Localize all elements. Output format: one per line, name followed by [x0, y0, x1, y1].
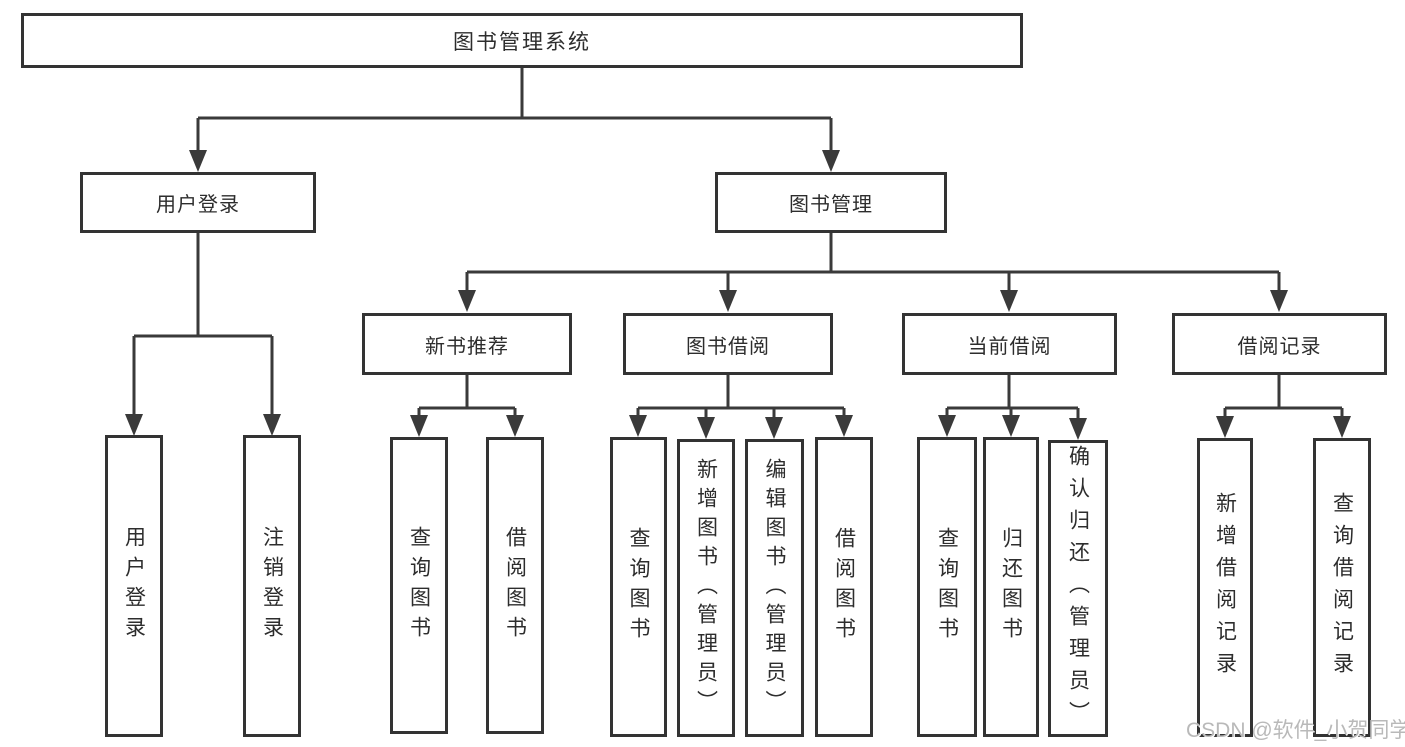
leaf-add-book-admin: 新增图书（管理员） [677, 439, 735, 737]
edge-borrow-records-children [1223, 375, 1344, 427]
edge-new-book-children [417, 375, 517, 426]
arrow-down-icon [410, 415, 428, 437]
arrow-down-icon [125, 414, 143, 436]
arrow-down-icon [1002, 415, 1020, 437]
leaf-return-book: 归还图书 [983, 437, 1039, 737]
leaf-user-login: 用户登录 [105, 435, 163, 737]
arrow-down-icon [1069, 418, 1087, 440]
node-current-borrow: 当前借阅 [902, 313, 1117, 375]
edge-book-borrow-children [636, 375, 846, 428]
arrow-down-icon [835, 415, 853, 437]
leaf-query-book-3: 查询图书 [917, 437, 977, 737]
arrow-down-icon [506, 415, 524, 437]
arrow-down-icon [697, 417, 715, 439]
leaf-confirm-return-admin: 确认归还（管理员） [1048, 440, 1108, 737]
node-book-management: 图书管理 [715, 172, 947, 233]
node-new-book-recommend: 新书推荐 [362, 313, 572, 375]
leaf-logout: 注销登录 [243, 435, 301, 737]
edge-root-to-level2 [196, 68, 833, 160]
leaf-borrow-book-2: 借阅图书 [815, 437, 873, 737]
arrow-down-icon [719, 290, 737, 312]
arrow-down-icon [458, 290, 476, 312]
leaf-query-book-2: 查询图书 [610, 437, 667, 737]
arrow-down-icon [1216, 416, 1234, 438]
leaf-borrow-book-1: 借阅图书 [486, 437, 544, 734]
edge-book-mgmt-children [465, 233, 1281, 301]
arrow-down-icon [1000, 290, 1018, 312]
arrow-down-icon [1270, 290, 1288, 312]
leaf-query-book-1: 查询图书 [390, 437, 448, 734]
leaf-edit-book-admin: 编辑图书（管理员） [745, 439, 804, 737]
arrow-down-icon [765, 417, 783, 439]
leaf-add-borrow-record: 新增借阅记录 [1197, 438, 1253, 737]
arrow-down-icon [938, 415, 956, 437]
node-library-management-system: 图书管理系统 [21, 13, 1023, 68]
arrow-down-icon [822, 150, 840, 172]
node-borrow-records: 借阅记录 [1172, 313, 1387, 375]
arrow-down-icon [263, 414, 281, 436]
watermark: CSDN @软件_小贺同学 [1186, 719, 1405, 742]
arrow-down-icon [189, 150, 207, 172]
leaf-query-borrow-record: 查询借阅记录 [1313, 438, 1371, 737]
node-book-borrow: 图书借阅 [623, 313, 833, 375]
arrow-down-icon [1333, 416, 1351, 438]
arrow-down-icon [629, 415, 647, 437]
edge-user-login-children [132, 233, 274, 424]
node-user-login: 用户登录 [80, 172, 316, 233]
